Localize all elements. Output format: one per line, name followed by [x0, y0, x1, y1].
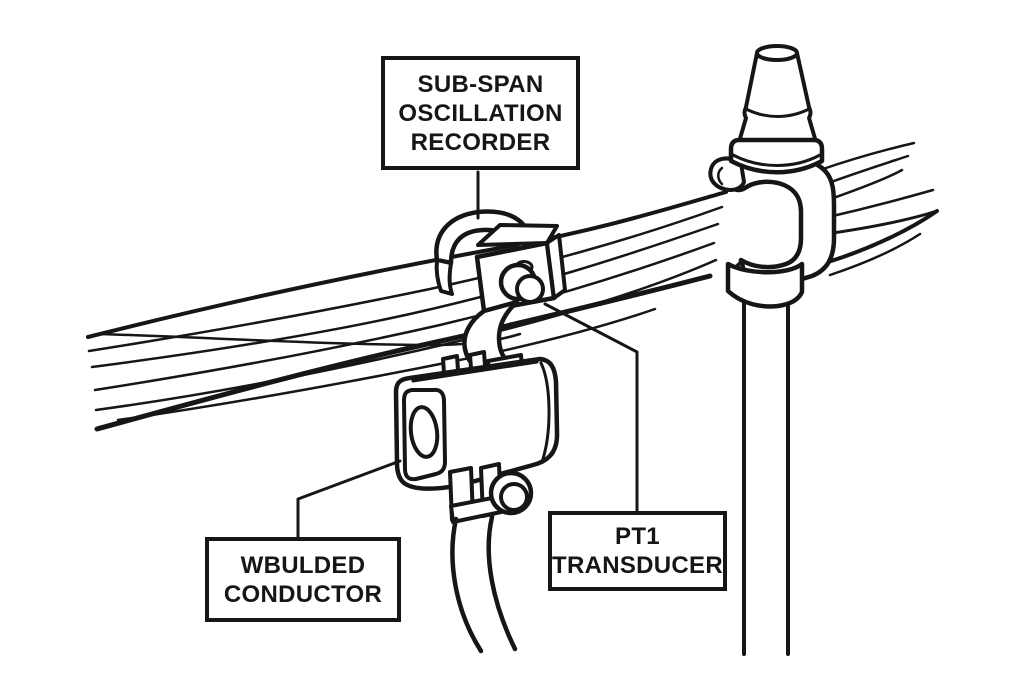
- clamp-saddle-leg: [434, 258, 454, 296]
- housing-top-seam: [411, 360, 539, 383]
- clamp-top-face: [476, 223, 559, 247]
- rod-collar: [725, 261, 805, 309]
- label-line: WBULDED: [240, 551, 366, 579]
- insulator-cone-band: [744, 107, 811, 118]
- leader-lines: [296, 170, 639, 540]
- transducer-body: [393, 350, 560, 654]
- label-wbulded-conductor: WBULDED CONDUCTOR: [205, 537, 401, 622]
- ring-clamp-band: [727, 153, 837, 284]
- conductor-strand: [93, 241, 716, 392]
- conductor-end-strands: [818, 141, 939, 277]
- stranded-conductor: [86, 141, 939, 432]
- label-line: TRANSDUCER: [552, 552, 723, 579]
- clamp-bolt-head: [515, 274, 545, 304]
- recorder-clamp: [434, 209, 567, 377]
- label-sub-span-oscillation-recorder: SUB-SPAN OSCILLATION RECORDER: [381, 56, 580, 170]
- housing-port-oval: [408, 405, 440, 459]
- housing-end-arc: [539, 361, 551, 464]
- label-line: RECORDER: [410, 128, 551, 156]
- label-pt1-transducer: PT1 TRANSDUCER: [548, 511, 727, 591]
- label-line: SUB-SPAN: [417, 70, 544, 98]
- label-line: PT1: [615, 523, 660, 550]
- rod-flange-rim: [731, 153, 822, 167]
- signal-cable: [486, 514, 518, 652]
- leader-transducer: [543, 302, 639, 514]
- conductor-top-edge: [86, 190, 728, 339]
- insulator-cone-cap: [755, 44, 799, 62]
- support-rod-assembly: [708, 44, 837, 656]
- insulator-cone: [737, 51, 818, 144]
- label-line: OSCILLATION: [398, 99, 563, 127]
- clamp-lip-top: [708, 156, 746, 192]
- clamp-lip-top-inner: [717, 166, 724, 186]
- support-rod-edges: [742, 300, 790, 656]
- lower-bolt-head: [499, 482, 529, 512]
- leader-conductor: [296, 459, 402, 540]
- rod-flange: [728, 137, 825, 175]
- conductor-bottom-edge: [94, 273, 713, 432]
- conductor-strand: [90, 222, 720, 369]
- label-line: CONDUCTOR: [223, 580, 383, 608]
- conductor-strand: [87, 205, 724, 353]
- support-rod: [744, 300, 788, 654]
- clamp-block-side: [545, 233, 567, 300]
- signal-cable: [450, 516, 484, 654]
